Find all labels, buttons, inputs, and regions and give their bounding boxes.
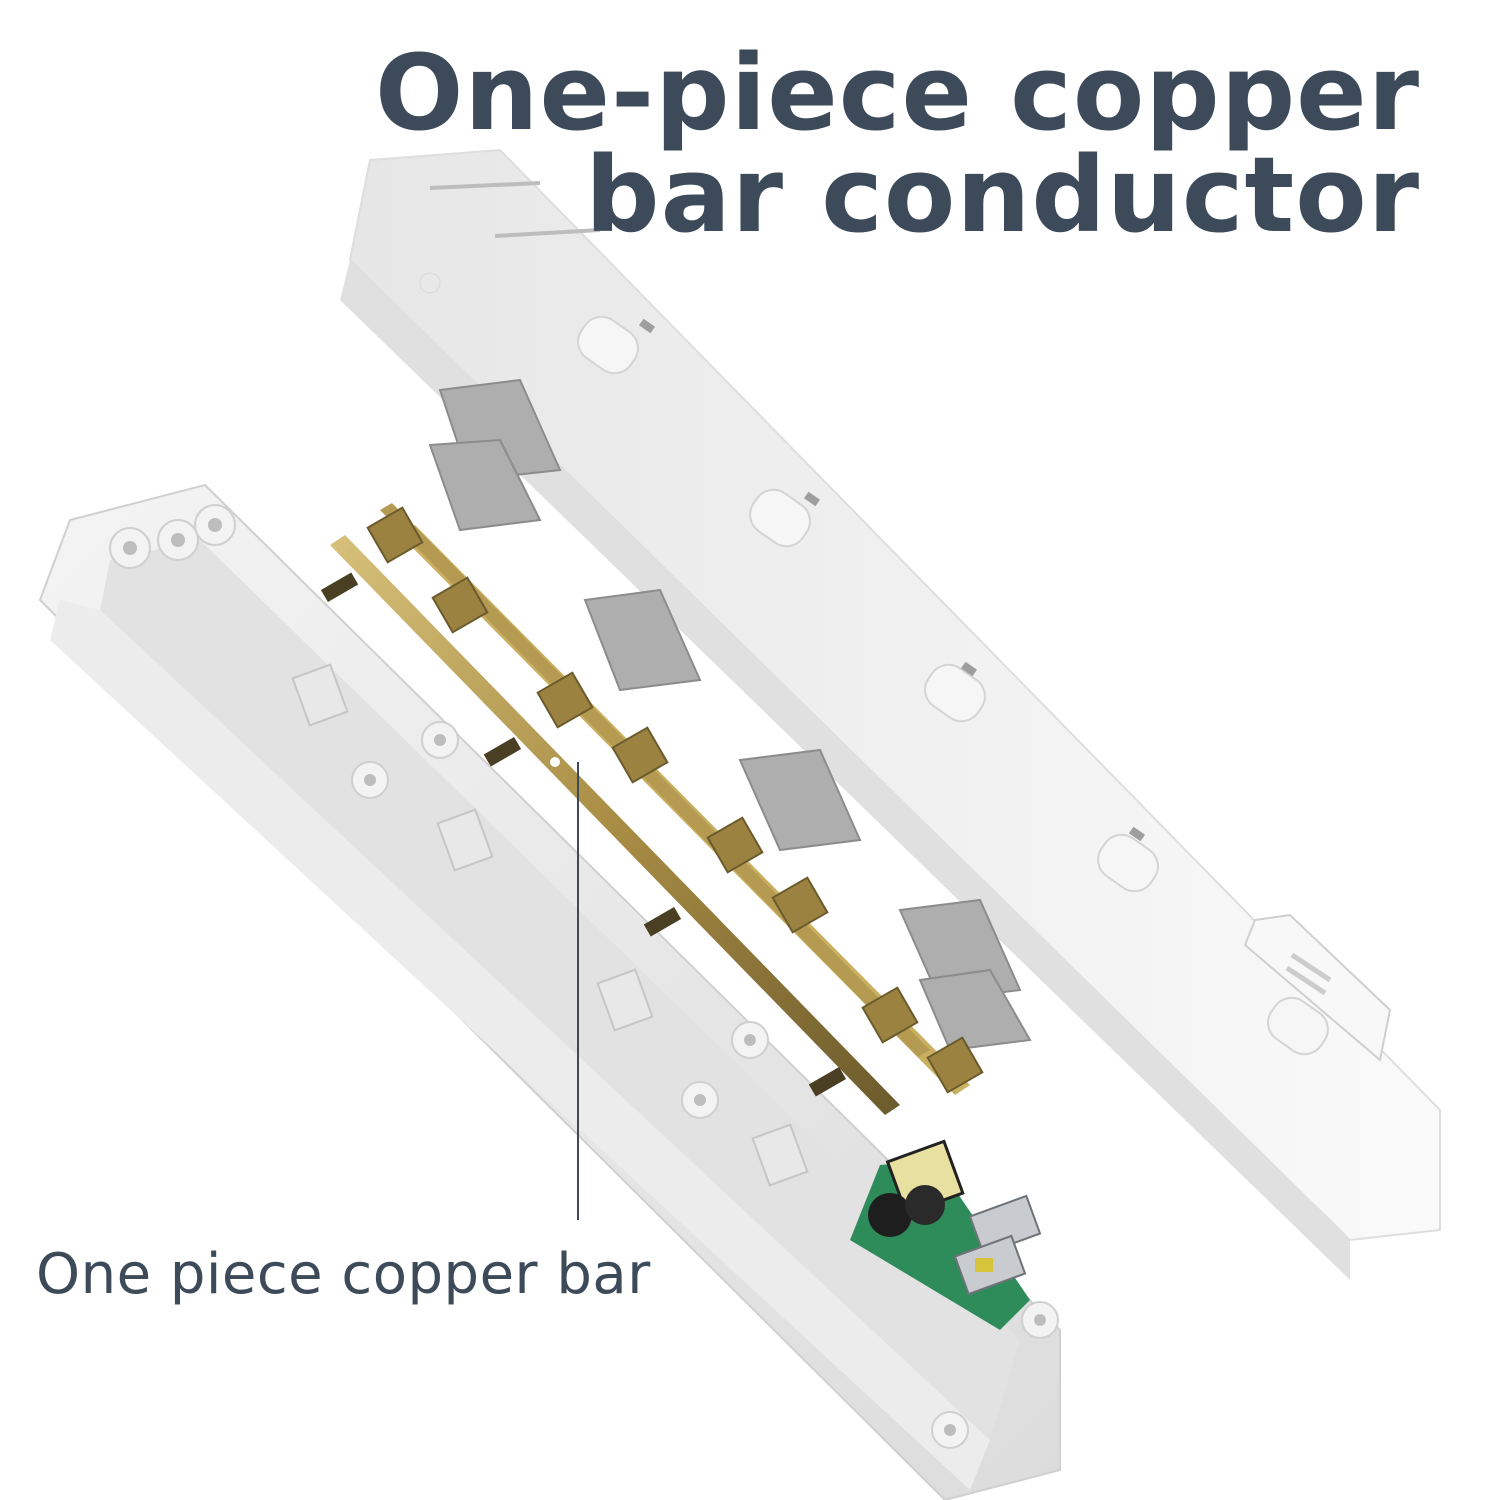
headline-line-2: bar conductor — [585, 134, 1420, 256]
callout-leader-line — [577, 762, 579, 1220]
headline-line-1: One-piece copper — [375, 32, 1420, 154]
usb-charging-pcb — [850, 1139, 1042, 1330]
socket-modules — [428, 378, 1032, 1052]
top-cover — [340, 148, 1441, 1280]
callout-label: One piece copper bar — [36, 1242, 651, 1307]
copper-bar-conductors — [320, 503, 984, 1115]
base-housing — [38, 483, 1061, 1500]
headline: One-piece copper bar conductor — [375, 32, 1420, 256]
